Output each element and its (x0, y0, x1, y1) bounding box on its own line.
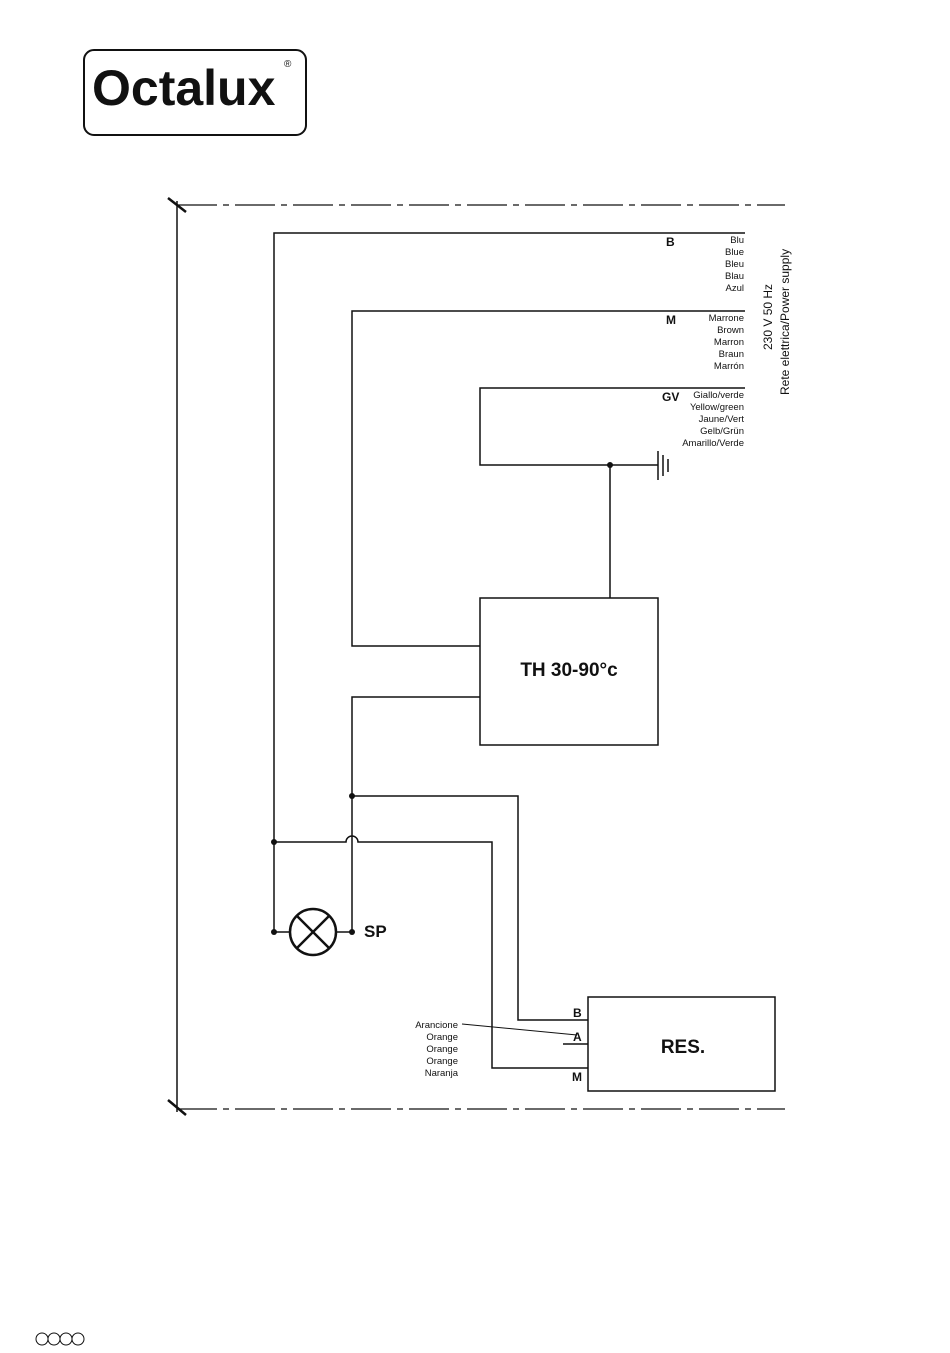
brown-name: Brown (717, 325, 744, 336)
junction-dot (349, 929, 355, 935)
yellow-green-name: Amarillo/Verde (682, 438, 744, 449)
yellow-green-wire-labels: GV Giallo/verde Yellow/green Jaune/Vert … (662, 390, 744, 449)
logo-text: Octalux (92, 60, 276, 116)
brown-name: Braun (719, 349, 744, 360)
power-supply-label: 230 V 50 Hz Rete elettrica/Power supply (761, 249, 792, 395)
orange-name: Orange (426, 1032, 458, 1043)
orange-name: Orange (426, 1044, 458, 1055)
brown-wire-labels: M Marrone Brown Marron Braun Marrón (666, 313, 744, 372)
orange-leader-line (462, 1024, 577, 1035)
blue-name: Bleu (725, 259, 744, 270)
enclosure-border (168, 198, 785, 1115)
thermostat-box: TH 30-90°c (480, 598, 658, 745)
yellow-green-name: Jaune/Vert (699, 414, 745, 425)
blue-wire-labels: B Blu Blue Bleu Blau Azul (666, 235, 744, 294)
yellow-green-name: Giallo/verde (693, 390, 744, 401)
octalux-logo: Octalux ® (84, 50, 306, 135)
registered-mark: ® (284, 59, 292, 70)
resistor-b-wire (352, 796, 588, 1020)
lamp-label: SP (364, 922, 387, 941)
yellow-green-name: Gelb/Grün (700, 426, 744, 437)
power-supply-voltage: 230 V 50 Hz (761, 284, 775, 350)
indicator-lamp-icon (290, 909, 336, 955)
resistor-terminal-m: M (572, 1070, 582, 1084)
blue-code: B (666, 235, 675, 249)
junction-dot (271, 929, 277, 935)
four-circles-icon (36, 1333, 84, 1345)
blue-name: Blu (730, 235, 744, 246)
yellow-green-name: Yellow/green (690, 402, 744, 413)
orange-name: Arancione (415, 1020, 458, 1031)
blue-name: Azul (726, 283, 744, 294)
resistor-box: RES. B A M (572, 997, 775, 1091)
resistor-terminal-b: B (573, 1006, 582, 1020)
brown-code: M (666, 313, 676, 327)
resistor-terminal-a: A (573, 1030, 582, 1044)
blue-name: Blau (725, 271, 744, 282)
thermostat-output-wire (352, 697, 480, 932)
brown-name: Marrón (714, 361, 744, 372)
orange-name: Naranja (425, 1068, 459, 1079)
yellow-green-code: GV (662, 390, 679, 404)
orange-name: Orange (426, 1056, 458, 1067)
blue-wire (274, 233, 745, 932)
resistor-label: RES. (661, 1037, 705, 1058)
thermostat-label: TH 30-90°c (520, 660, 618, 681)
junction-dot (349, 793, 355, 799)
junction-dot (271, 839, 277, 845)
brown-name: Marron (714, 337, 744, 348)
power-supply-text: Rete elettrica/Power supply (778, 249, 792, 395)
brown-name: Marrone (709, 313, 744, 324)
brown-wire (352, 311, 745, 646)
blue-name: Blue (725, 247, 744, 258)
orange-wire-labels: Arancione Orange Orange Orange Naranja (415, 1020, 458, 1079)
ground-icon (658, 451, 668, 480)
junction-dot (607, 462, 613, 468)
